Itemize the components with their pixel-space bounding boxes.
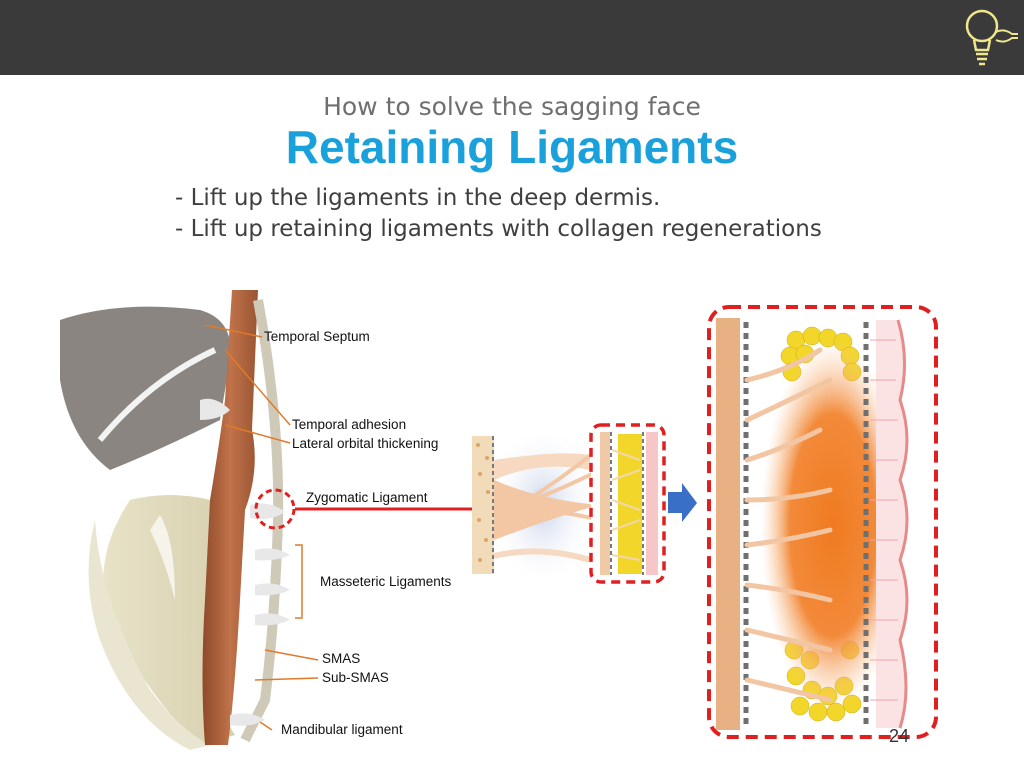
slide-subtitle: How to solve the sagging face	[323, 92, 701, 121]
middle-zoom-box	[589, 423, 666, 584]
label-temporal-adhesion: Temporal adhesion	[292, 417, 407, 432]
label-mandibular-ligament: Mandibular ligament	[281, 722, 403, 737]
zygomatic-highlight-circle	[254, 488, 296, 530]
label-sub-smas: Sub-SMAS	[322, 670, 389, 685]
label-temporal-septum: Temporal Septum	[264, 329, 370, 344]
header-bar	[0, 0, 1024, 75]
label-leader-lines	[204, 324, 319, 731]
lightbulb-icon	[965, 9, 1018, 66]
bullet-item: - Lift up retaining ligaments with colla…	[175, 216, 822, 242]
bullet-item: - Lift up the ligaments in the deep derm…	[175, 185, 661, 211]
label-masseteric-ligaments: Masseteric Ligaments	[320, 574, 452, 589]
label-smas: SMAS	[322, 651, 361, 666]
blue-arrow	[668, 483, 697, 522]
large-zoom-panel	[707, 305, 938, 739]
label-lateral-orbital-thickening: Lateral orbital thickening	[292, 436, 439, 451]
bullet-list: - Lift up the ligaments in the deep derm…	[175, 183, 822, 245]
ligament-detail-diagram	[472, 436, 602, 576]
page-number: 24	[889, 726, 910, 746]
slide-title: Retaining Ligaments	[285, 121, 739, 173]
label-zygomatic-ligament: Zygomatic Ligament	[306, 490, 428, 505]
face-anatomy-drawing	[60, 290, 290, 750]
